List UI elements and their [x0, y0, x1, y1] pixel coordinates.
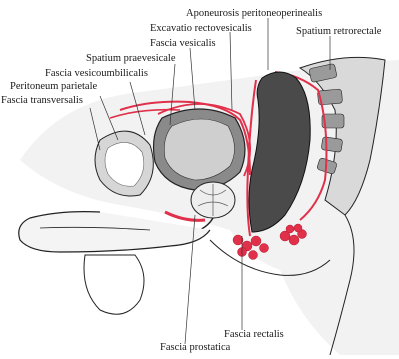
label-fascia-rectalis: Fascia rectalis [224, 329, 284, 341]
label-peritoneum-parietale: Peritoneum parietale [10, 81, 97, 93]
label-fascia-prostatica: Fascia prostatica [160, 342, 230, 354]
bladder-lumen [164, 119, 234, 180]
label-spatium-praevesicale: Spatium praevesicale [86, 53, 176, 65]
scrotum [84, 255, 144, 314]
label-fascia-vesicalis: Fascia vesicalis [150, 38, 216, 50]
label-spatium-retrorectale: Spatium retrorectale [296, 26, 381, 38]
label-aponeurosis: Aponeurosis peritoneoperinealis [186, 8, 322, 20]
label-fascia-transversalis: Fascia transversalis [1, 95, 83, 107]
label-excavatio: Excavatio rectovesicalis [150, 23, 252, 35]
label-fascia-vesicoumbilicalis: Fascia vesicoumbilicalis [45, 68, 148, 80]
